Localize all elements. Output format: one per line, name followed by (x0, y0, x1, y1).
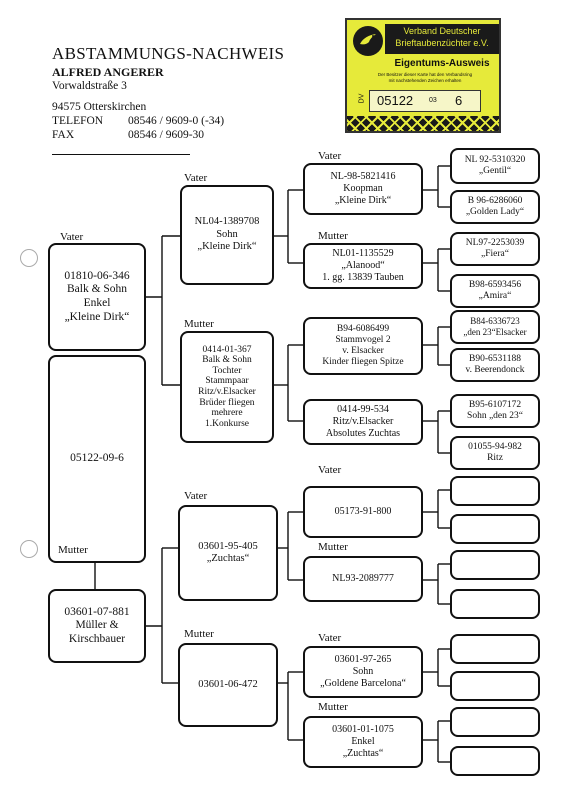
phone-label: TELEFON (52, 115, 104, 127)
label-vater-ds: Vater (184, 490, 208, 502)
page-title: ABSTAMMUNGS-NACHWEIS (52, 44, 285, 63)
stamp-org-line1: Verband Deutscher (403, 26, 481, 36)
box-gen4-5: B84-6336723„den 23“Elsacker (450, 310, 540, 344)
box-gen4-3: NL97-2253039„Fiera“ (450, 232, 540, 266)
label-mutter-dsd: Mutter (318, 541, 348, 553)
box-dsd: NL93-2089777 (303, 556, 423, 602)
stamp-card-title: Eigentums-Ausweis (394, 58, 490, 69)
label-vater-dds: Vater (318, 632, 342, 644)
label-vater-dss: Vater (318, 464, 342, 476)
stamp-count: 6 (455, 93, 463, 108)
box-gen4-empty-5 (450, 634, 540, 664)
box-dss: 05173-91-800 (303, 486, 423, 538)
punch-hole-top (20, 249, 38, 267)
box-gen4-empty-2 (450, 514, 540, 544)
stamp-pattern-band (347, 116, 499, 131)
label-vater-sss: Vater (318, 150, 342, 162)
label-vater-gen1: Vater (60, 231, 84, 243)
owner-name: ALFRED ANGERER (52, 65, 164, 79)
pigeon-icon (360, 34, 376, 45)
box-ds: 03601-95-405„Zuchtas“ (178, 505, 278, 601)
box-gen4-empty-8 (450, 746, 540, 776)
fax-value: 08546 / 9609-30 (128, 129, 205, 141)
phone-value: 08546 / 9609-0 (-34) (128, 115, 225, 127)
stamp-number: 05122 (377, 93, 414, 108)
stamp-fine-print-1: Der Besitzer dieser Karte hat den Verban… (377, 72, 473, 77)
stamp-fine-print-2: mit nachstehenden Zeichen erhalten (388, 78, 462, 83)
header-divider (52, 154, 190, 155)
fax-label: FAX (52, 129, 75, 141)
label-mutter-ssd: Mutter (318, 230, 348, 242)
box-gen4-2: B 96-6286060„Golden Lady“ (450, 190, 540, 224)
box-gen4-4: B98-6593456„Amira“ (450, 274, 540, 308)
stamp-sub: 03 (429, 97, 437, 104)
label-mutter-ddd: Mutter (318, 701, 348, 713)
box-dd: 03601-06-472 (178, 643, 278, 727)
box-ssd: NL01-1135529„Alanood“1. gg. 13839 Tauben (303, 243, 423, 289)
box-gen4-empty-3 (450, 550, 540, 580)
punch-hole-bottom (20, 540, 38, 558)
label-vater-ss: Vater (184, 172, 208, 184)
owner-street: Vorwaldstraße 3 (52, 80, 127, 92)
box-gen4-1: NL 92-5310320„Gentil“ (450, 148, 540, 184)
box-gen4-empty-6 (450, 671, 540, 701)
owner-city: 94575 Otterskirchen (52, 101, 147, 113)
box-gen4-empty-4 (450, 589, 540, 619)
box-gen4-empty-7 (450, 707, 540, 737)
box-subject: 05122-09-6 (48, 355, 146, 563)
box-gen4-empty-1 (450, 476, 540, 506)
stamp-org-line2: Brieftaubenzüchter e.V. (395, 38, 489, 48)
stamp-header-band (385, 24, 499, 54)
stamp-number-box (369, 90, 481, 112)
label-mutter-dd: Mutter (184, 628, 214, 640)
ownership-stamp: Verband Deutscher Brieftaubenzüchter e.V… (345, 18, 501, 133)
label-mutter-gen1: Mutter (58, 544, 88, 556)
label-mutter-sd: Mutter (184, 318, 214, 330)
